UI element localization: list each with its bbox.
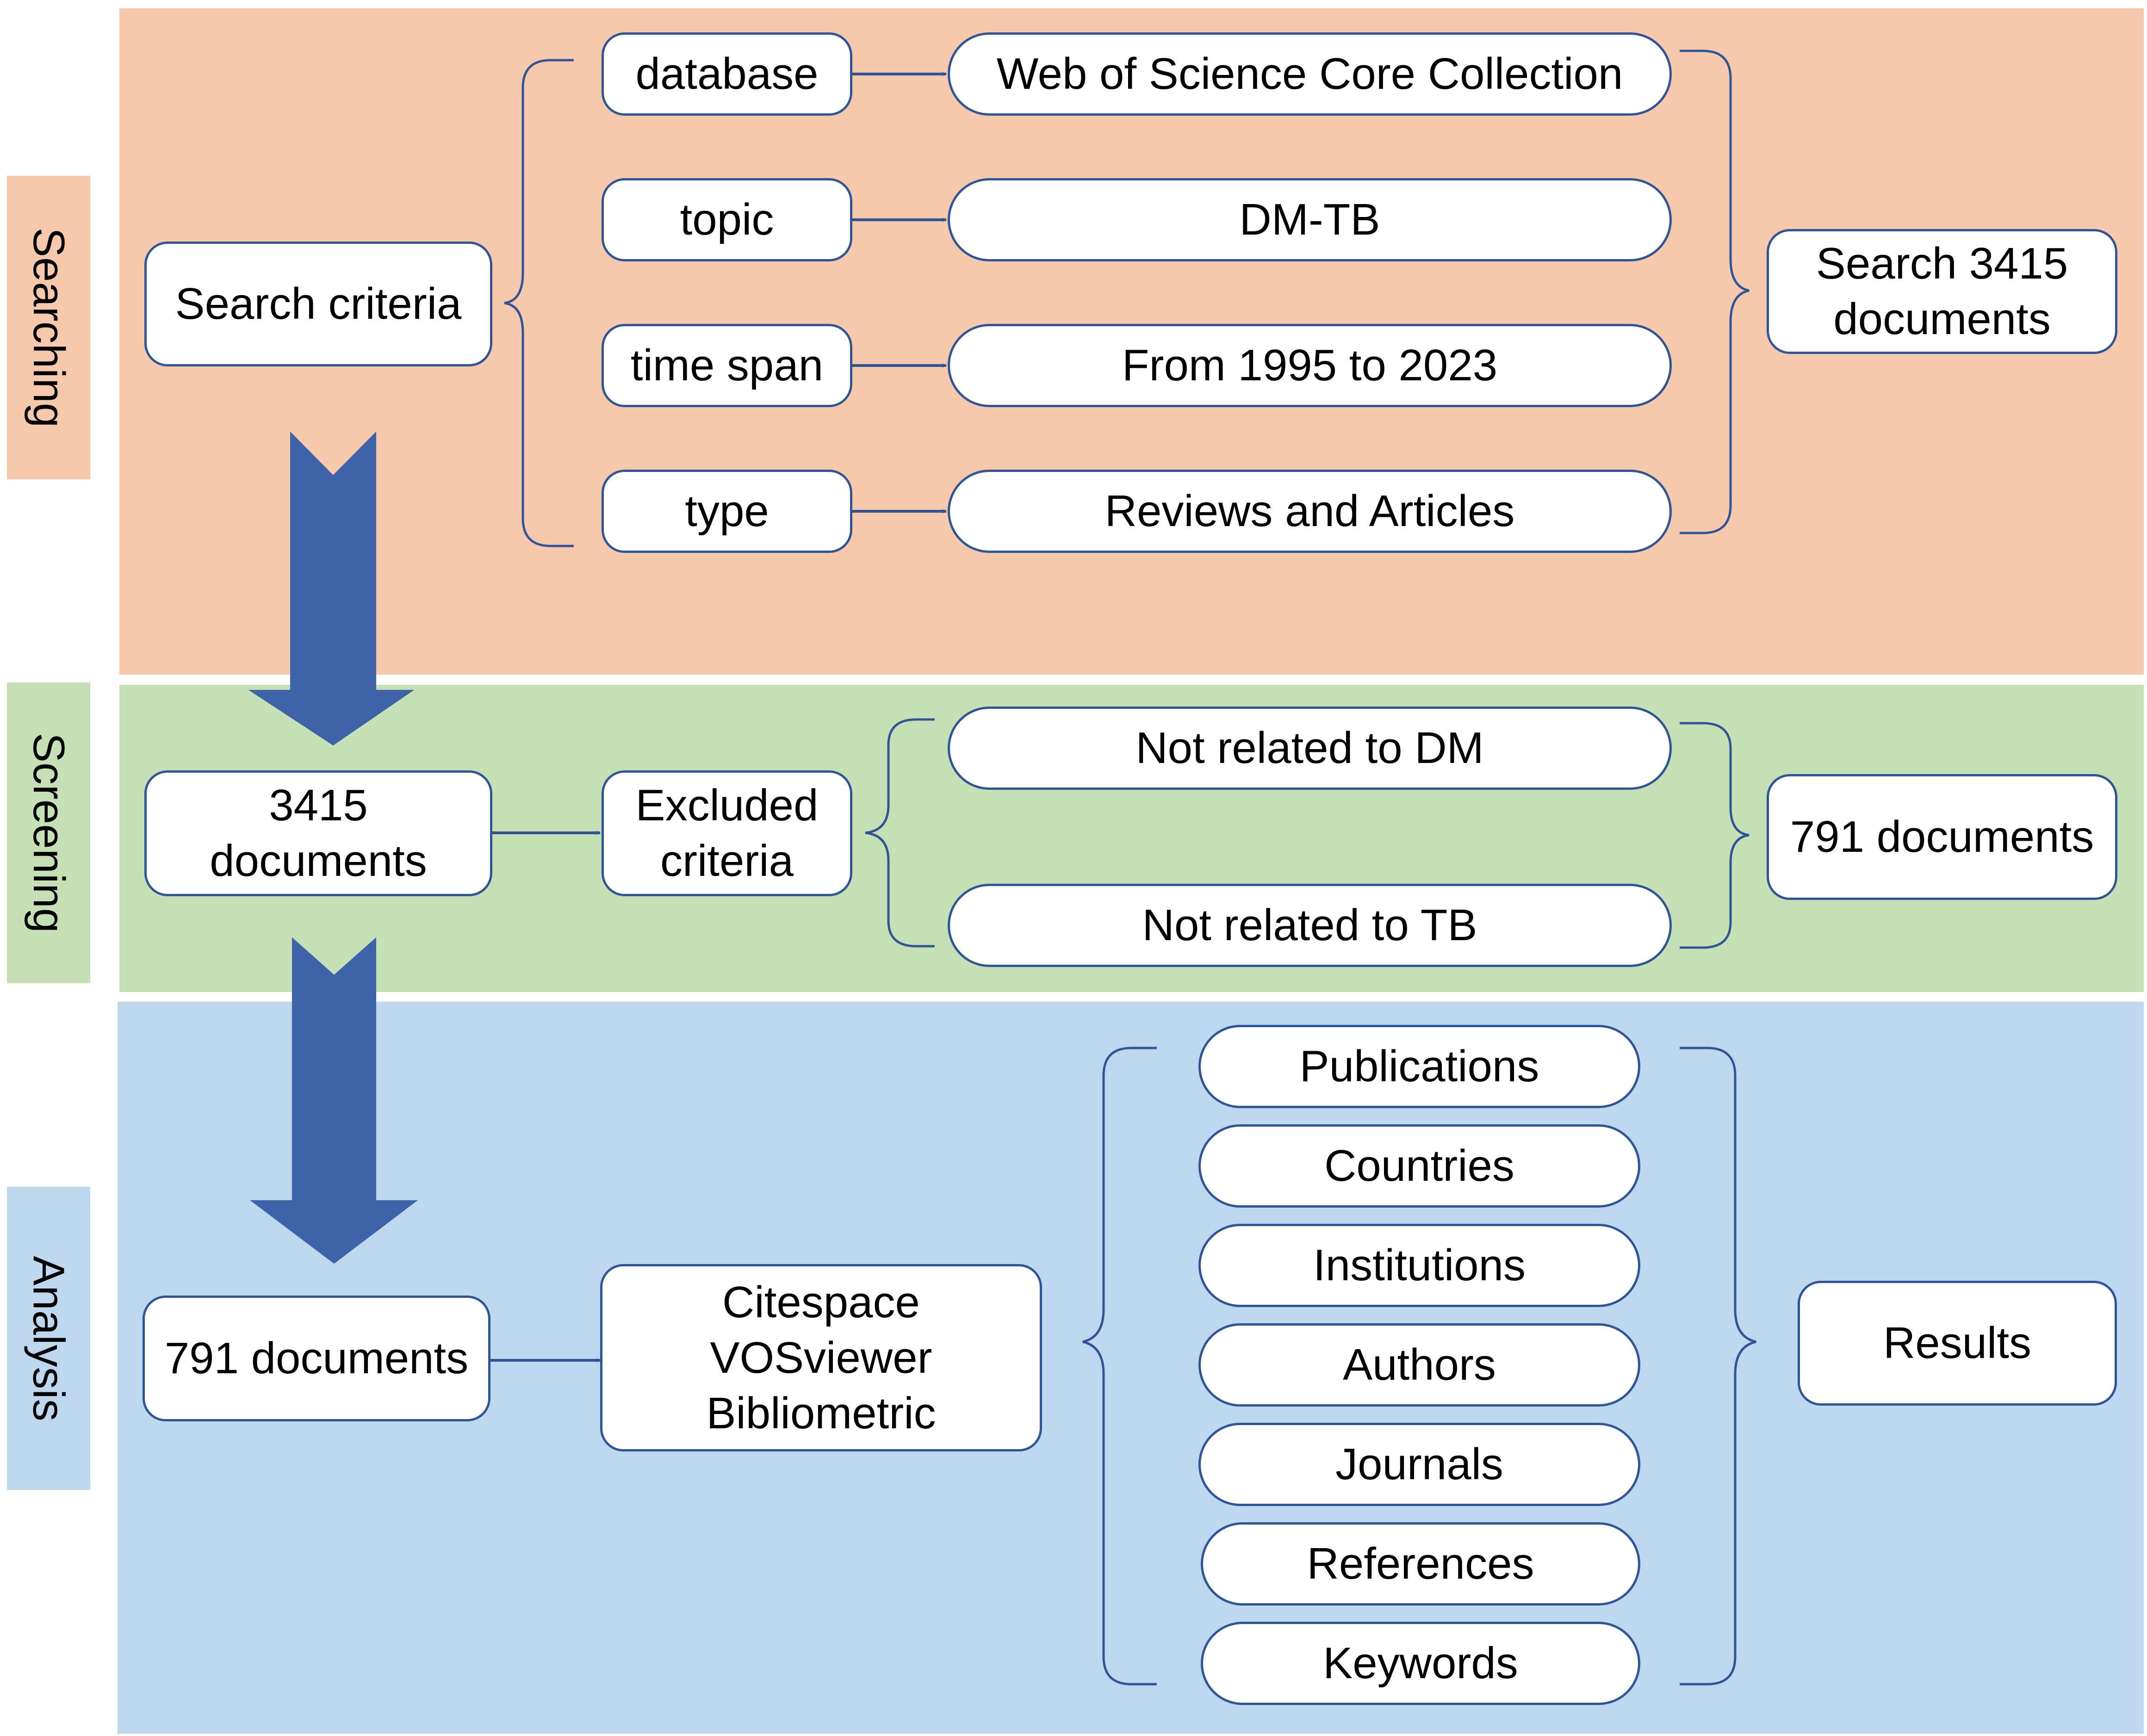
output-keywords-box: Keywords bbox=[1201, 1622, 1640, 1705]
topic-value-box: DM-TB bbox=[948, 178, 1672, 261]
searching-tab: Searching bbox=[7, 176, 90, 479]
analysis-input-box: 791 documents bbox=[143, 1296, 490, 1421]
time-span-value-box: From 1995 to 2023 bbox=[948, 324, 1672, 407]
results-box: Results bbox=[1798, 1281, 2117, 1406]
output-authors-box: Authors bbox=[1198, 1323, 1640, 1407]
database-value-box: Web of Science Core Collection bbox=[948, 32, 1672, 116]
topic-label-box: topic bbox=[602, 178, 852, 261]
type-label-box: type bbox=[602, 470, 852, 553]
type-value-box: Reviews and Articles bbox=[948, 470, 1672, 553]
not-related-tb-box: Not related to TB bbox=[948, 884, 1672, 967]
not-related-dm-box: Not related to DM bbox=[948, 707, 1672, 790]
big-arrow-screen-to-analysis bbox=[250, 937, 418, 1264]
screening-result-box: 791 documents bbox=[1767, 774, 2117, 900]
search-right-brace bbox=[1680, 50, 1750, 534]
search-result-box: Search 3415 documents bbox=[1767, 229, 2117, 354]
screen-right-brace bbox=[1680, 722, 1750, 949]
search-criteria-box: Search criteria bbox=[144, 242, 492, 366]
time-span-label-box: time span bbox=[602, 324, 852, 407]
output-journals-box: Journals bbox=[1198, 1423, 1640, 1506]
big-arrow-search-to-screen bbox=[248, 431, 415, 746]
search-left-brace bbox=[504, 59, 574, 547]
tools-box: Citespace VOSviewer Bibliometric bbox=[600, 1264, 1042, 1451]
screen-left-brace bbox=[865, 718, 935, 948]
analysis-right-brace bbox=[1680, 1047, 1756, 1686]
screening-input-box: 3415 documents bbox=[144, 770, 492, 896]
excluded-criteria-box: Excluded criteria bbox=[602, 770, 852, 896]
analysis-left-brace bbox=[1082, 1047, 1157, 1686]
output-references-box: References bbox=[1201, 1522, 1640, 1606]
output-countries-box: Countries bbox=[1198, 1124, 1640, 1208]
output-publications-box: Publications bbox=[1198, 1025, 1640, 1108]
output-institutions-box: Institutions bbox=[1198, 1224, 1640, 1307]
screening-tab: Screening bbox=[7, 682, 90, 983]
database-label-box: database bbox=[602, 32, 852, 116]
analysis-tab: Analysis bbox=[7, 1187, 90, 1490]
